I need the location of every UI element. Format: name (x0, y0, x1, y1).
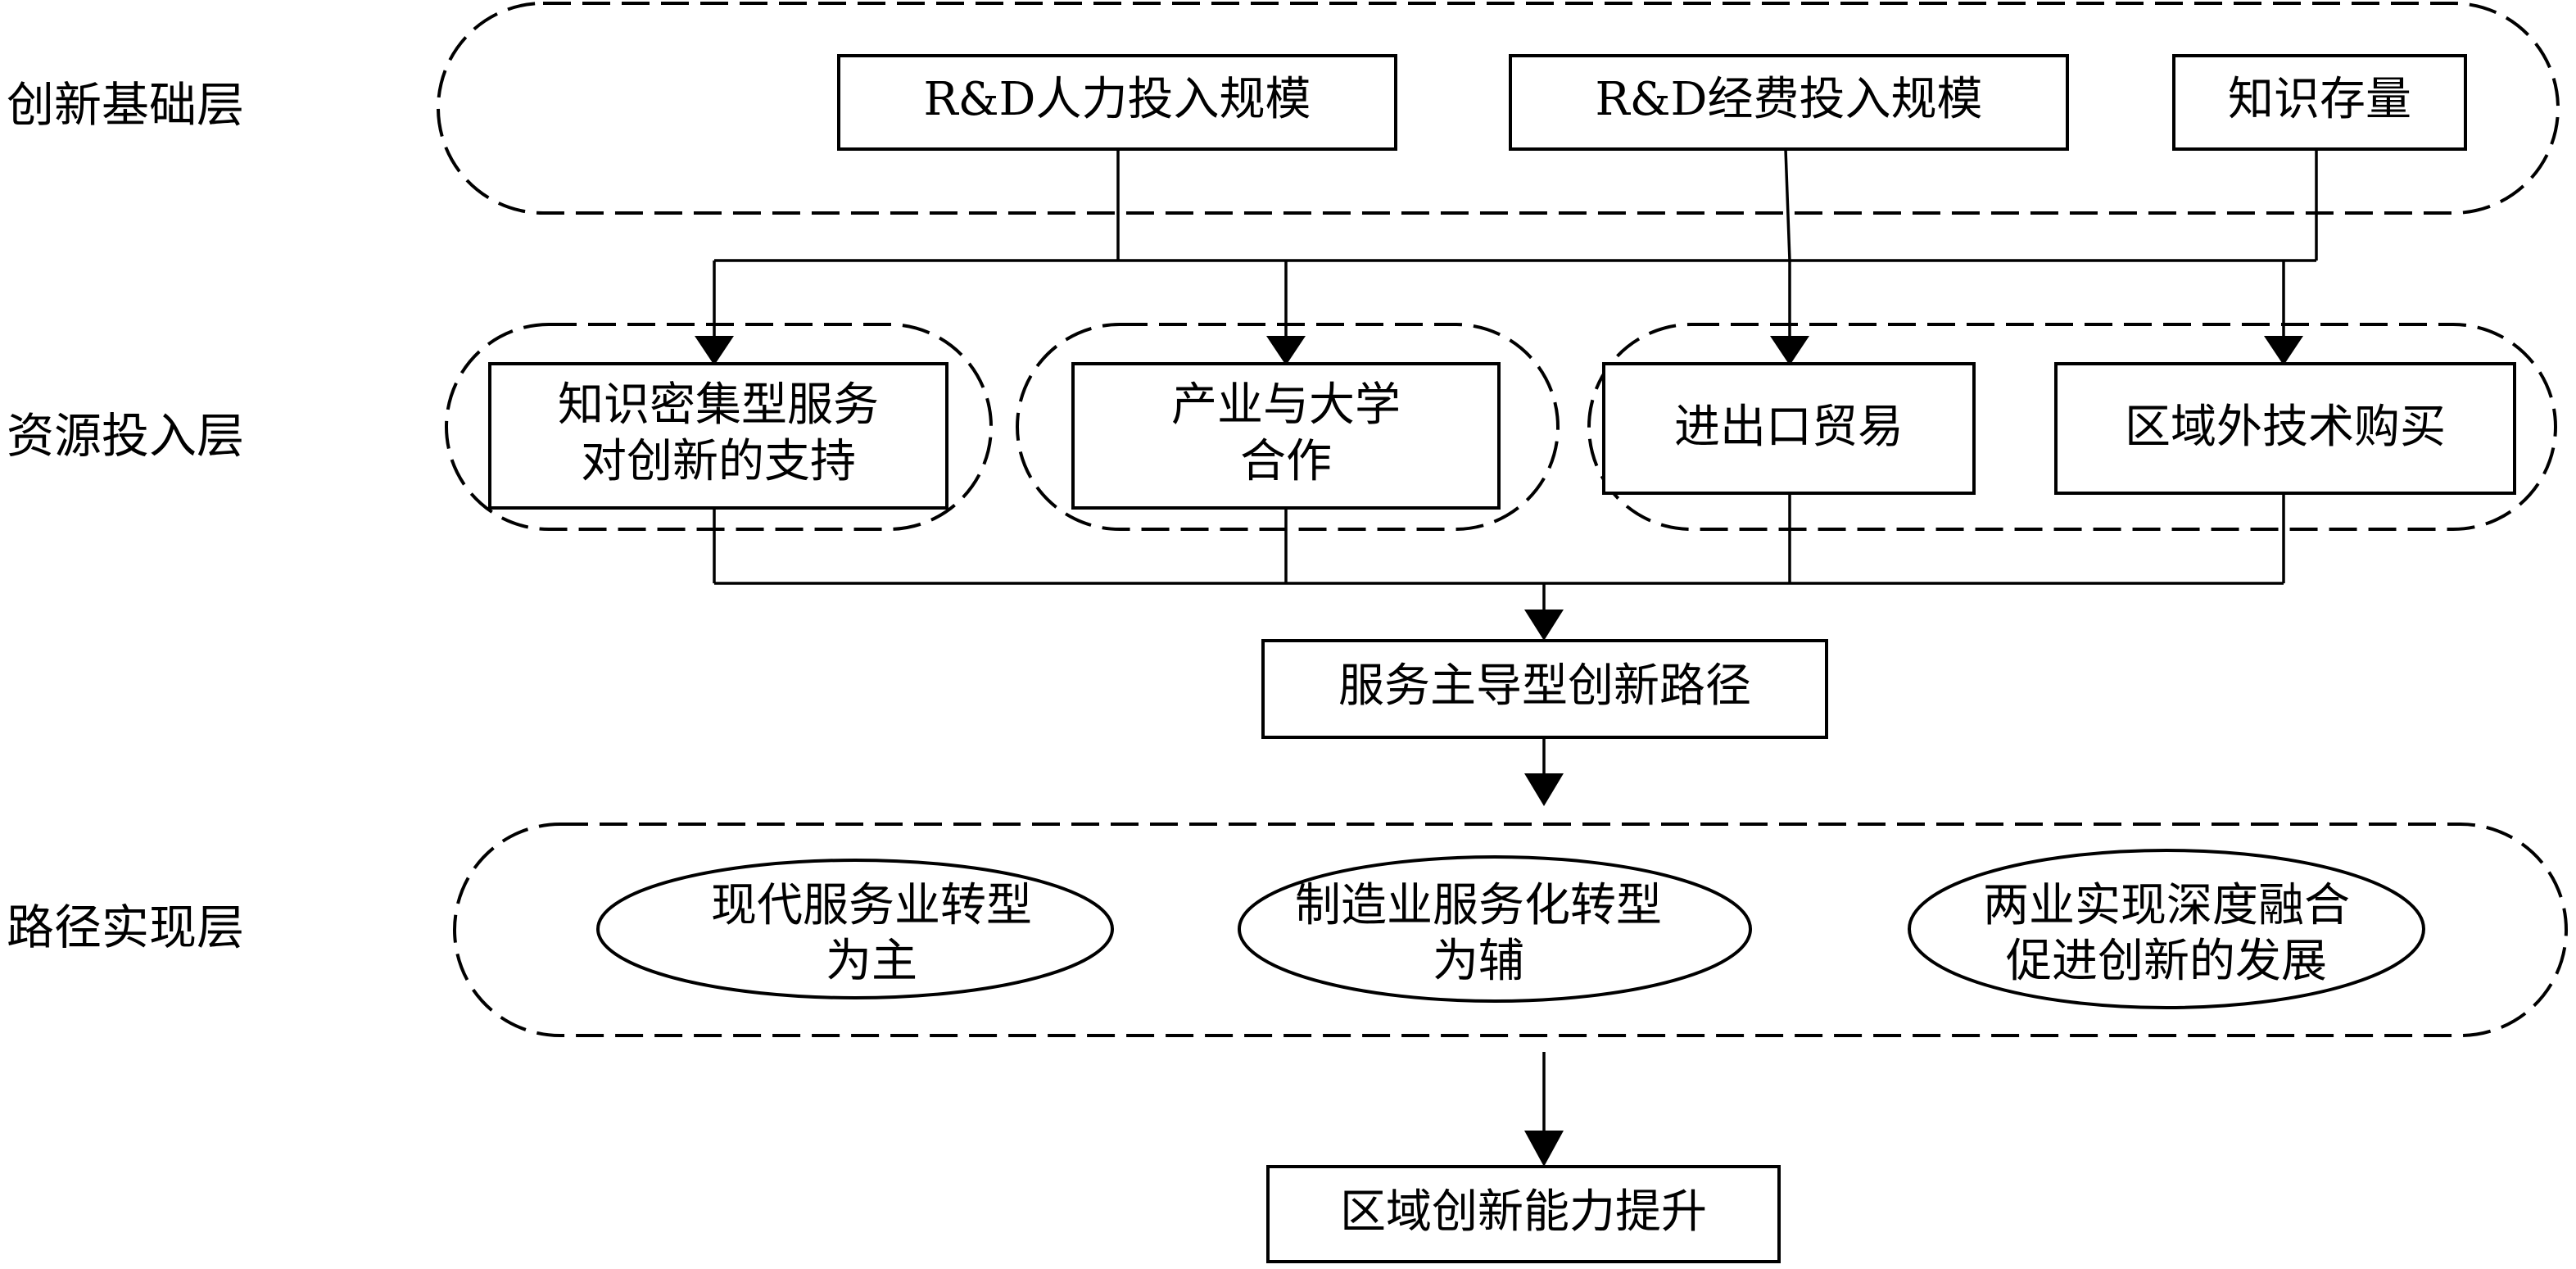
node-fusion-line1: 两业实现深度融合 (1983, 879, 2350, 932)
resource-group-kibs (445, 323, 993, 531)
node-university-line2: 合作 (1240, 435, 1332, 488)
node-import-export-trade: 进出口贸易 (1602, 362, 1976, 495)
foundation-layer-group (437, 2, 2560, 215)
node-rd-funding: R&D经费投入规模 (1509, 54, 2069, 151)
arrowhead-to-kibs (695, 336, 734, 365)
node-service-line2: 为主 (826, 935, 917, 988)
arrowhead-to-university (1266, 336, 1306, 365)
node-path-label: 服务主导型创新路径 (1338, 659, 1751, 713)
node-tech-purchase-label: 区域外技术购买 (2125, 401, 2446, 454)
node-kibs-line1: 知识密集型服务 (558, 378, 879, 432)
node-knowledge-stock: 知识存量 (2172, 54, 2467, 151)
connectors-foundation-to-resource (713, 148, 2318, 338)
node-fusion-line2: 促进创新的发展 (2006, 935, 2327, 988)
node-trade-label: 进出口贸易 (1674, 401, 1904, 454)
node-regional-innovation-capacity: 区域创新能力提升 (1266, 1165, 1781, 1263)
arrowhead-to-result (1524, 1131, 1564, 1167)
layer-label-foundation: 创新基础层 (7, 77, 244, 133)
arrowhead-to-trade (1770, 336, 1809, 365)
arrowhead-to-path (1524, 610, 1564, 641)
layer-label-resource: 资源投入层 (7, 408, 244, 464)
node-kibs-line2: 对创新的支持 (581, 435, 856, 488)
node-kibs-support: 知识密集型服务 对创新的支持 (488, 362, 948, 510)
resource-group-university (1016, 323, 1560, 531)
node-deep-integration: 两业实现深度融合 促进创新的发展 (1908, 849, 2425, 1009)
realization-layer-group (453, 823, 2568, 1037)
node-knowledge-stock-label: 知识存量 (2228, 73, 2411, 126)
node-university-cooperation: 产业与大学 合作 (1071, 362, 1501, 510)
node-external-tech-purchase: 区域外技术购买 (2054, 362, 2516, 495)
node-university-line1: 产业与大学 (1171, 378, 1401, 432)
node-service-led-path: 服务主导型创新路径 (1261, 639, 1828, 739)
node-result-label: 区域创新能力提升 (1340, 1185, 1707, 1239)
connectors-resource-to-path (713, 493, 2285, 611)
resource-group-external (1587, 323, 2557, 531)
node-manufacturing-servitization: 制造业服务化转型 为辅 (1238, 855, 1752, 1003)
node-rd-personnel-label: R&D人力投入规模 (924, 73, 1311, 126)
node-rd-funding-label: R&D经费投入规模 (1596, 73, 1983, 126)
arrowhead-to-realization (1524, 773, 1564, 806)
node-modern-service-transformation: 现代服务业转型 为主 (596, 859, 1114, 999)
layer-label-realization: 路径实现层 (7, 900, 244, 955)
node-rd-personnel: R&D人力投入规模 (837, 54, 1397, 151)
node-service-line1: 现代服务业转型 (711, 879, 1032, 932)
node-manufacturing-line2: 为辅 (1433, 935, 1524, 988)
arrowhead-to-tech-purchase (2264, 336, 2303, 365)
node-manufacturing-line1: 制造业服务化转型 (1295, 879, 1662, 932)
